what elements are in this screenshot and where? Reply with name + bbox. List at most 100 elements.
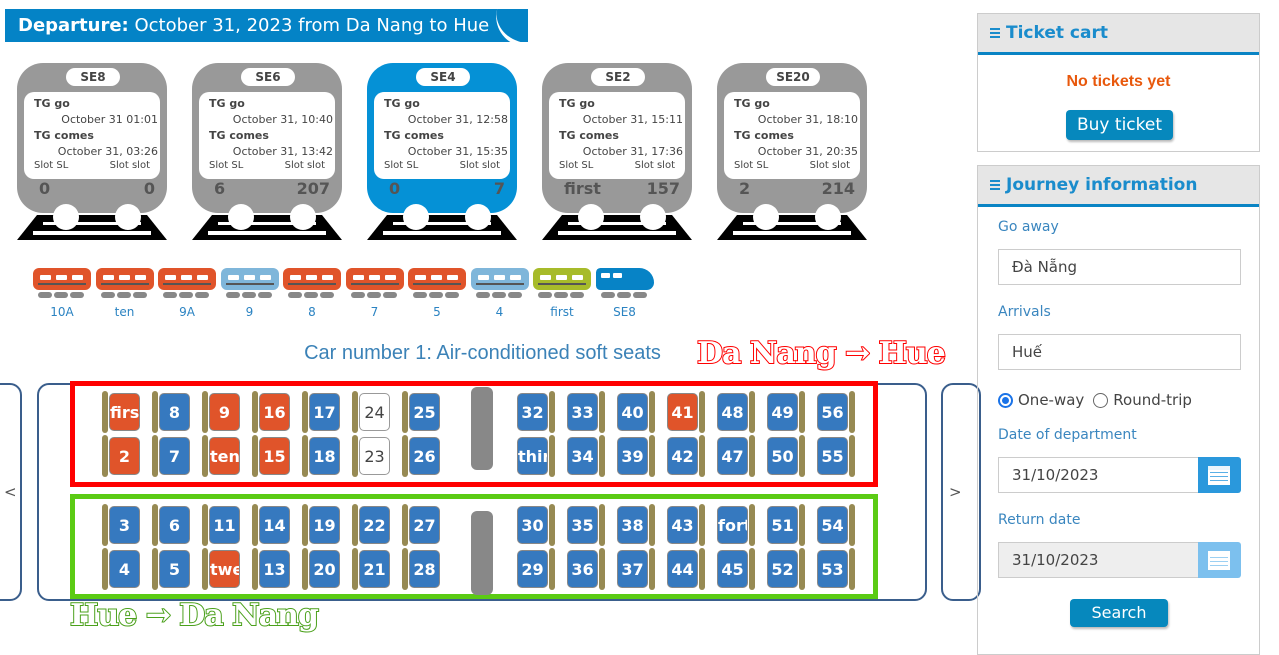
seat-21[interactable]: 21 bbox=[359, 550, 390, 588]
car-icon-8[interactable] bbox=[282, 268, 342, 300]
car-label[interactable]: 8 bbox=[308, 305, 316, 319]
wheel-icon bbox=[54, 292, 68, 298]
seat-32[interactable]: 32 bbox=[517, 393, 548, 431]
seat-39[interactable]: 39 bbox=[617, 437, 648, 475]
seat-45[interactable]: 45 bbox=[717, 550, 748, 588]
seat-52[interactable]: 52 bbox=[767, 550, 798, 588]
seat-3[interactable]: 3 bbox=[109, 506, 140, 544]
seat-47[interactable]: 47 bbox=[717, 437, 748, 475]
seat-14[interactable]: 14 bbox=[259, 506, 290, 544]
seat-22[interactable]: 22 bbox=[359, 506, 390, 544]
seat-36[interactable]: 36 bbox=[567, 550, 598, 588]
train-go: October 31, 12:58 bbox=[407, 113, 508, 126]
seat-divider bbox=[202, 391, 208, 433]
seat-23[interactable]: 23 bbox=[359, 437, 390, 475]
seat-6[interactable]: 6 bbox=[159, 506, 190, 544]
seat-17[interactable]: 17 bbox=[309, 393, 340, 431]
seat-thir[interactable]: thir bbox=[517, 437, 548, 475]
seat-43[interactable]: 43 bbox=[667, 506, 698, 544]
seat-20[interactable]: 20 bbox=[309, 550, 340, 588]
search-button[interactable]: Search bbox=[1070, 599, 1168, 627]
car-icon-4[interactable] bbox=[470, 268, 530, 300]
locomotive-icon[interactable] bbox=[595, 268, 655, 300]
car-label[interactable]: 5 bbox=[433, 305, 441, 319]
seat-54[interactable]: 54 bbox=[817, 506, 848, 544]
seat-37[interactable]: 37 bbox=[617, 550, 648, 588]
seat-18[interactable]: 18 bbox=[309, 437, 340, 475]
seat-divider bbox=[402, 391, 408, 433]
buy-ticket-button[interactable]: Buy ticket bbox=[1066, 110, 1173, 140]
seat-divider bbox=[102, 548, 108, 590]
depart-date-input[interactable]: 31/10/2023 bbox=[998, 457, 1199, 493]
car-label[interactable]: first bbox=[550, 305, 574, 319]
seat-55[interactable]: 55 bbox=[817, 437, 848, 475]
seat-4[interactable]: 4 bbox=[109, 550, 140, 588]
seat-30[interactable]: 30 bbox=[517, 506, 548, 544]
car-label[interactable]: 9A bbox=[179, 305, 195, 319]
car-label[interactable]: 10A bbox=[50, 305, 74, 319]
seat-26[interactable]: 26 bbox=[409, 437, 440, 475]
seat-fort[interactable]: fort bbox=[717, 506, 748, 544]
wheel-icon bbox=[241, 292, 256, 298]
seat-34[interactable]: 34 bbox=[567, 437, 598, 475]
seat-13[interactable]: 13 bbox=[259, 550, 290, 588]
calendar-icon[interactable] bbox=[1198, 457, 1241, 493]
wheel-icon bbox=[475, 292, 490, 298]
one-way-label[interactable]: One-way bbox=[1018, 391, 1085, 409]
seat-42[interactable]: 42 bbox=[667, 437, 698, 475]
car-icon-first[interactable] bbox=[532, 268, 592, 300]
seat-48[interactable]: 48 bbox=[717, 393, 748, 431]
seat-divider bbox=[102, 435, 108, 477]
seat-53[interactable]: 53 bbox=[817, 550, 848, 588]
train-comes: October 31, 13:42 bbox=[232, 145, 333, 158]
car-label[interactable]: SE8 bbox=[613, 305, 636, 319]
car-icon-10A[interactable] bbox=[32, 268, 92, 300]
seat-7[interactable]: 7 bbox=[159, 437, 190, 475]
seat-8[interactable]: 8 bbox=[159, 393, 190, 431]
seat-19[interactable]: 19 bbox=[309, 506, 340, 544]
seat-40[interactable]: 40 bbox=[617, 393, 648, 431]
seat-28[interactable]: 28 bbox=[409, 550, 440, 588]
train-comes-label: TG comes bbox=[734, 129, 794, 142]
car-label[interactable]: 7 bbox=[370, 305, 379, 319]
seat-49[interactable]: 49 bbox=[767, 393, 798, 431]
car-icon-5[interactable] bbox=[407, 268, 467, 300]
seat-5[interactable]: 5 bbox=[159, 550, 190, 588]
next-car-button[interactable]: > bbox=[941, 383, 981, 601]
car-icon-ten[interactable] bbox=[95, 268, 155, 300]
from-input[interactable]: Đà Nẵng bbox=[998, 249, 1241, 285]
wheel-icon bbox=[116, 292, 131, 298]
seat-51[interactable]: 51 bbox=[767, 506, 798, 544]
seat-56[interactable]: 56 bbox=[817, 393, 848, 431]
aisle-pillar bbox=[471, 387, 493, 470]
car-label[interactable]: 9 bbox=[245, 305, 254, 319]
seat-35[interactable]: 35 bbox=[567, 506, 598, 544]
one-way-radio[interactable] bbox=[998, 392, 1013, 408]
seat-29[interactable]: 29 bbox=[517, 550, 548, 588]
seat-11[interactable]: 11 bbox=[209, 506, 240, 544]
seat-50[interactable]: 50 bbox=[767, 437, 798, 475]
seat-38[interactable]: 38 bbox=[617, 506, 648, 544]
seat-44[interactable]: 44 bbox=[667, 550, 698, 588]
car-stripe bbox=[163, 283, 211, 285]
seat-27[interactable]: 27 bbox=[409, 506, 440, 544]
seat-24[interactable]: 24 bbox=[359, 393, 390, 431]
prev-car-button[interactable]: < bbox=[0, 383, 22, 601]
to-input[interactable]: Huế bbox=[998, 334, 1241, 370]
car-label[interactable]: 4 bbox=[495, 305, 504, 319]
seat-33[interactable]: 33 bbox=[567, 393, 598, 431]
car-label[interactable]: ten bbox=[114, 305, 135, 319]
car-icon-9[interactable] bbox=[220, 268, 280, 300]
round-trip-radio[interactable] bbox=[1093, 392, 1109, 408]
seat-25[interactable]: 25 bbox=[409, 393, 440, 431]
car-icon-9A[interactable] bbox=[157, 268, 217, 300]
car-icon-7[interactable] bbox=[345, 268, 405, 300]
round-trip-label[interactable]: Round-trip bbox=[1113, 391, 1192, 409]
